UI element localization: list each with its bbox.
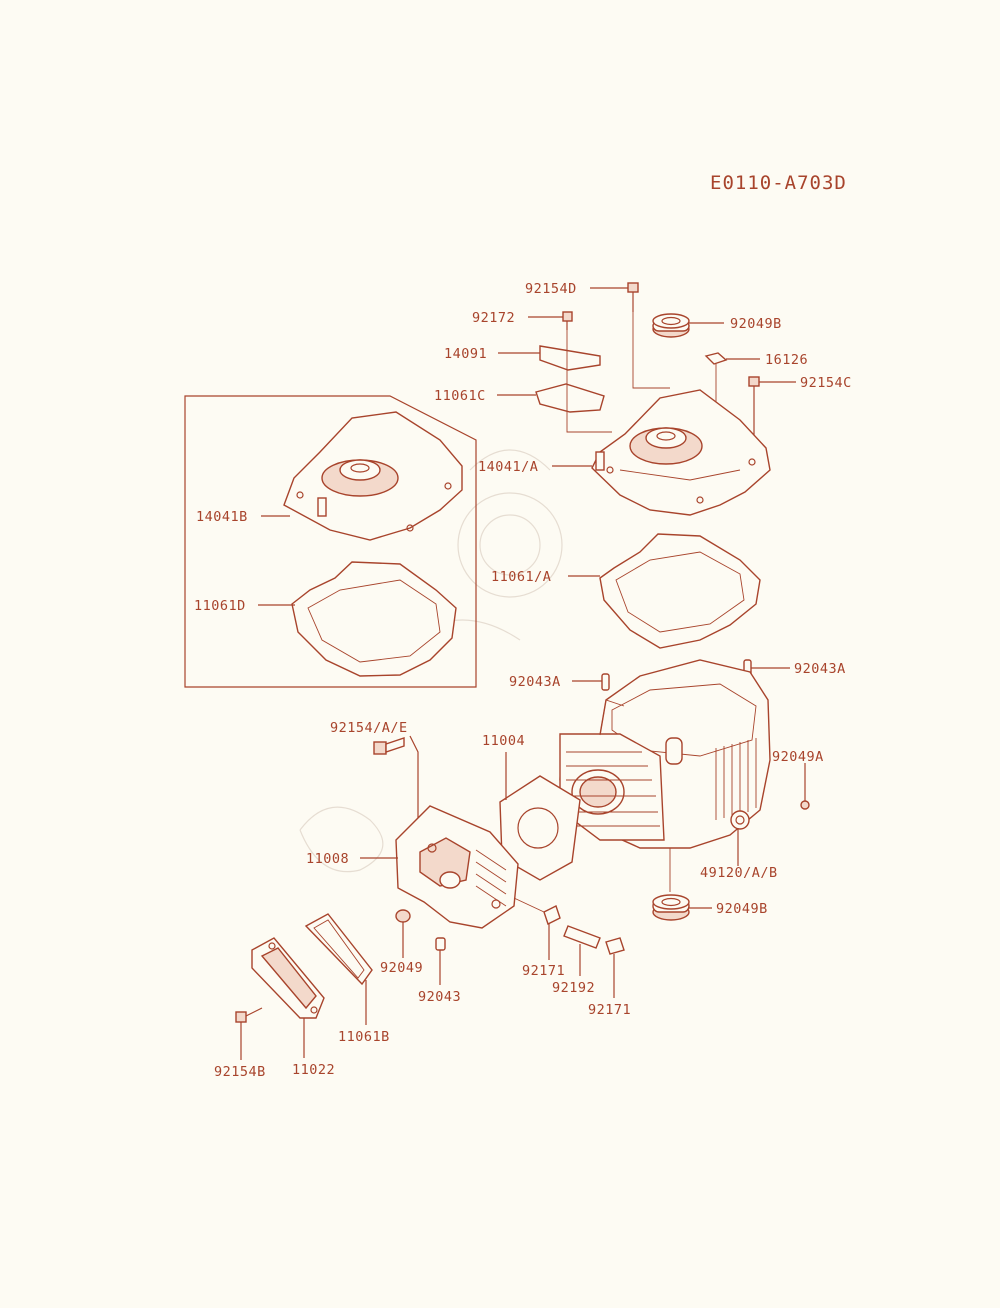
- hose-92192-part: [563, 925, 601, 949]
- gasket-11061a-inner: [615, 551, 745, 633]
- label-11004: 11004: [482, 733, 525, 749]
- label-92171-left: 92171: [522, 963, 565, 979]
- label-92154ae: 92154/A/E: [330, 720, 408, 736]
- label-11008: 11008: [306, 851, 349, 867]
- plug-92049a-part: [800, 800, 810, 810]
- bolt-92154ae-part: [373, 737, 405, 755]
- label-92049: 92049: [380, 960, 423, 976]
- cylinder-head-11008-part: [395, 805, 519, 929]
- label-16126: 16126: [765, 352, 808, 368]
- watermark-logo: [299, 449, 563, 873]
- dowel-pin-92043a-left-part: [601, 673, 610, 691]
- clamp-92171-left-part: [543, 905, 561, 925]
- label-92192: 92192: [552, 980, 595, 996]
- label-14041a: 14041/A: [478, 459, 538, 475]
- diagram-code: E0110-A703D: [710, 172, 847, 194]
- dowel-92043-part: [435, 937, 446, 951]
- gasket-11061a-part: [599, 533, 761, 649]
- assembly-line-1: [632, 312, 670, 389]
- label-92049b-top: 92049B: [730, 316, 782, 332]
- label-92043: 92043: [418, 989, 461, 1005]
- assembly-line-5: [513, 897, 545, 913]
- washer-16126-part: [704, 352, 728, 365]
- gasket-11061d-inner: [307, 579, 441, 663]
- clamp-92171-right-part: [605, 937, 625, 955]
- label-92171-right: 92171: [588, 1002, 631, 1018]
- leader-92154ae: [409, 735, 419, 842]
- oil-seal-92049b-top-part: [652, 313, 690, 338]
- crankcase-cover-14041a-part: [591, 389, 771, 516]
- oil-seal-92049b-bottom-part: [652, 894, 690, 921]
- label-49120ab: 49120/A/B: [700, 865, 778, 881]
- label-92154d: 92154D: [525, 281, 577, 297]
- bolt-92154b-part: [235, 1007, 263, 1023]
- label-11061b: 11061B: [338, 1029, 390, 1045]
- crankcase-cover-14041b-part: [283, 411, 463, 541]
- label-92154c: 92154C: [800, 375, 852, 391]
- label-11061a: 11061/A: [491, 569, 551, 585]
- gasket-11061b-inner: [313, 919, 365, 979]
- screw-92172-part: [562, 311, 573, 330]
- valve-cover-11022-part: [251, 937, 325, 1019]
- label-14041b: 14041B: [196, 509, 248, 525]
- head-gasket-bore: [517, 807, 559, 849]
- alternate-parts-box: [184, 395, 477, 688]
- gasket-11061d-part: [291, 561, 457, 677]
- assembly-line-2: [566, 330, 612, 433]
- label-92043a-left: 92043A: [509, 674, 561, 690]
- plug-92049-part: [395, 909, 411, 923]
- label-92172: 92172: [472, 310, 515, 326]
- plate-14091-part: [539, 345, 601, 371]
- label-92049b-bottom: 92049B: [716, 901, 768, 917]
- label-92049a: 92049A: [772, 749, 824, 765]
- gasket-11061b-part: [304, 913, 373, 986]
- label-11022: 11022: [292, 1062, 335, 1078]
- label-11061d: 11061D: [194, 598, 246, 614]
- label-11061c: 11061C: [434, 388, 486, 404]
- label-14091: 14091: [444, 346, 487, 362]
- label-92154b: 92154B: [214, 1064, 266, 1080]
- gasket-11061c-part: [535, 383, 605, 413]
- bolt-92154d-part: [627, 282, 639, 312]
- label-92043a-right: 92043A: [794, 661, 846, 677]
- crankcase-cylinder-part: [559, 659, 771, 849]
